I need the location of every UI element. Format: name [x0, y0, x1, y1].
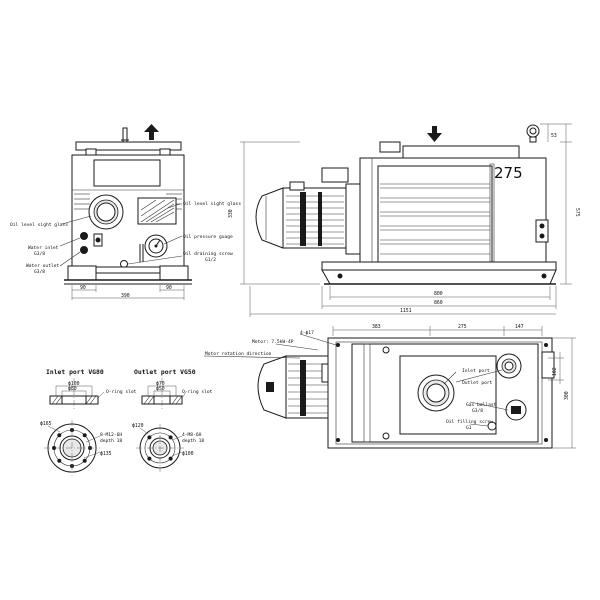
dim-top-1: 383 [372, 324, 381, 330]
inlet-port-detail: Inlet port VG80 ϕ100 ϕ80 O-ring slot [40, 368, 137, 476]
label-mount-holes: 4-ϕ17 [300, 330, 314, 336]
dim-overall-width: 390 [121, 293, 130, 299]
label-motor-rotation-direction: Motor rotation direction [205, 351, 272, 357]
model-number: 275 [494, 164, 523, 182]
inlet-dim-top1: ϕ100 [68, 381, 80, 387]
label-water-outlet-size: G3/8 [34, 269, 45, 275]
top-outlet-port [496, 353, 522, 379]
dim-top-3: 147 [515, 324, 524, 330]
inlet-flange [44, 420, 100, 476]
side-view: 275 [228, 123, 580, 317]
outlet-dim-outer: ϕ120 [132, 423, 144, 429]
label-gas-ballast: Gas ballast [466, 402, 497, 408]
label-outlet-port: Outlet port [462, 380, 493, 386]
inlet-depth-label: depth 18 [100, 438, 122, 444]
water-outlet-port [80, 246, 88, 254]
dim-top-2: 275 [458, 324, 467, 330]
dim-top-5: 300 [564, 391, 570, 400]
front-view: 90 90 390 Oil level sight glass Oil leve… [10, 124, 241, 300]
outlet-dim-top1: ϕ70 [156, 381, 165, 387]
dim-foot-left: 90 [80, 285, 86, 291]
dim-lift-offset: 53 [551, 133, 557, 139]
inlet-dim-pcd: ϕ135 [100, 451, 112, 457]
label-inlet-port: Inlet port [462, 368, 490, 374]
outlet-dim-top2: ϕ50 [156, 386, 165, 392]
outlet-bolts-label: 4-M8-6H [182, 432, 202, 438]
dim-foot-right: 90 [166, 285, 172, 291]
inlet-direction-arrow-down [427, 126, 442, 142]
cooling-fins [380, 183, 490, 255]
water-inlet-port [80, 232, 88, 240]
outlet-port-title: Outlet port VG50 [134, 368, 196, 376]
dim-top-4: 102 [552, 367, 558, 376]
inlet-port-title: Inlet port VG80 [46, 368, 104, 376]
inlet-direction-arrow-up [144, 124, 159, 140]
label-oil-draining-screw: Oil draining screw [183, 251, 233, 257]
outlet-flange [136, 424, 184, 472]
top-view: 383 275 147 102 300 Motor rotation direc… [203, 324, 576, 449]
oil-level-sight-glass [88, 194, 124, 230]
gas-ballast [505, 399, 527, 421]
label-oil-filling-screw: Oil filling screw [446, 419, 493, 425]
dim-overall-length: 1151 [400, 308, 412, 314]
top-inlet-port [417, 374, 455, 412]
label-water-inlet-size: G3/8 [34, 251, 45, 257]
label-oil-pressure-gauge: Oil pressure guage [183, 234, 233, 240]
inlet-oring-label: O-ring slot [106, 389, 137, 395]
outlet-port-detail: Outlet port VG50 ϕ70 ϕ50 O-ring slot [132, 368, 213, 472]
dim-overall-height: 575 [574, 208, 580, 217]
motor [255, 181, 347, 249]
label-water-inlet: Water inlet [28, 245, 59, 251]
label-oil-draining-size: G1/2 [205, 257, 216, 263]
label-water-outlet: Water outlet [26, 263, 59, 269]
dim-middle-length: 860 [434, 300, 443, 306]
label-oil-level-sight-glass-right: Oil level sight glass [183, 201, 241, 207]
label-oil-filling-size: G1 [466, 425, 472, 431]
dim-height-shaft: 330 [228, 209, 234, 218]
outlet-oring-label: O-ring slot [182, 389, 213, 395]
inlet-bolts-label: 8-M12-6H [100, 432, 122, 438]
inlet-dim-top2: ϕ80 [68, 386, 77, 392]
outlet-dim-pcd: ϕ100 [182, 451, 194, 457]
label-gas-ballast-size: G3/8 [472, 408, 483, 414]
inlet-dim-outer: ϕ165 [40, 421, 52, 427]
dim-base-length: 800 [434, 291, 443, 297]
label-motor-spec: Motor: 7.5kW-4P [252, 339, 294, 345]
label-oil-level-sight-glass-left: Oil level sight glass [10, 222, 68, 228]
outlet-depth-label: depth 18 [182, 438, 204, 444]
oil-pressure-gauge [144, 234, 168, 258]
